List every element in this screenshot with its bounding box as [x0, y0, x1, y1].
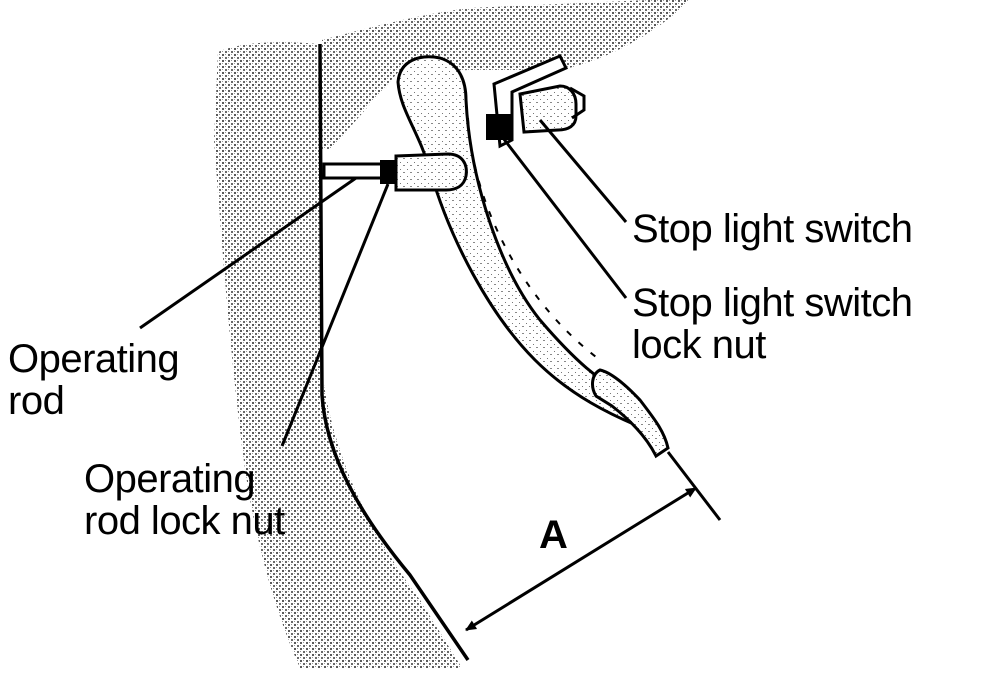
leader-operating-rod-lock-nut	[280, 183, 390, 447]
label-stop-light-switch-lock-nut-line2: lock nut	[632, 323, 766, 367]
switch-connector	[569, 86, 586, 120]
pedal-pad	[591, 368, 670, 459]
firewall-edge	[318, 43, 470, 661]
leader-operating-rod	[139, 176, 357, 330]
label-operating-rod-lock-nut: Operating rod lock nut	[84, 458, 285, 542]
label-operating-rod-lock-nut-line2: rod lock nut	[84, 499, 285, 543]
dimension-a-arrow	[465, 486, 697, 632]
operating-rod-lock-nut-shape	[380, 160, 396, 184]
label-operating-rod-line2: rod	[8, 379, 65, 423]
label-operating-rod-line1: Operating	[8, 337, 180, 381]
leader-stop-light-switch	[538, 119, 628, 223]
label-operating-rod-lock-nut-line1: Operating	[84, 457, 256, 501]
leader-switch-lock-nut	[498, 133, 628, 299]
dashboard-shading	[322, 0, 690, 150]
stop-light-switch-lock-nut-shape	[486, 114, 512, 140]
label-stop-light-switch-text: Stop light switch	[632, 207, 913, 251]
dimension-extension	[666, 451, 722, 521]
operating-rod	[322, 162, 386, 180]
dimension-a-label: A	[539, 513, 568, 557]
pedal-edge	[467, 117, 601, 361]
stop-light-switch-shape	[518, 84, 578, 134]
label-operating-rod: Operating rod	[8, 337, 180, 423]
firewall-shading	[214, 42, 462, 669]
label-stop-light-switch-lock-nut: Stop light switch lock nut	[632, 282, 913, 366]
label-stop-light-switch-lock-nut-line1: Stop light switch	[632, 281, 913, 325]
operating-rod-clevis	[394, 152, 468, 192]
label-stop-light-switch: Stop light switch	[632, 208, 913, 250]
